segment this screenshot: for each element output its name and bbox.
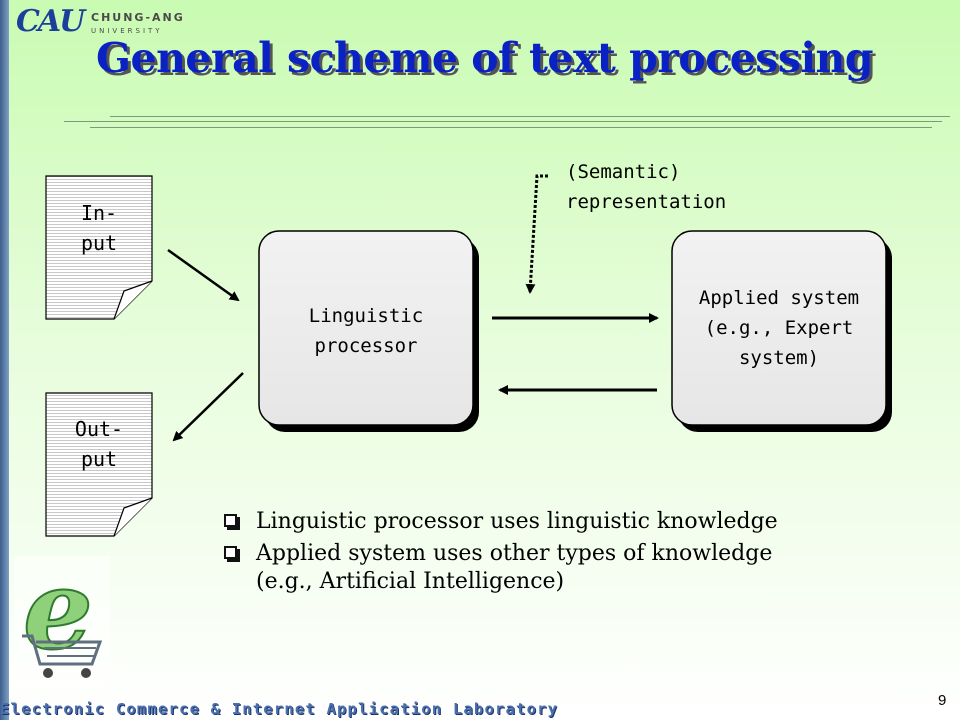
bullet-text-continued: (e.g., Artificial Intelligence) [256, 569, 565, 594]
input-label-line1: In- [81, 201, 117, 225]
title-rule-2 [64, 121, 942, 122]
applied-label-line1: Applied system [699, 287, 859, 309]
input-to-processor-arrow [167, 248, 240, 302]
output-document: Out- put [45, 392, 153, 537]
checkbox-bullet-icon [224, 514, 237, 527]
bullet-text: Linguistic processor uses linguistic kno… [256, 509, 778, 534]
bullet-text: Applied system uses other types of knowl… [256, 541, 773, 566]
e-commerce-cart-icon: e [14, 556, 110, 684]
output-label-line2: put [81, 447, 117, 471]
logo-mark: CAU [16, 4, 85, 39]
logo-name: CHUNG-ANG [91, 11, 185, 24]
footer-lab-name: Electronic Commerce & Internet Applicati… [0, 700, 559, 718]
applied-label-line2: (e.g., Expert [705, 317, 854, 339]
page-fold-icon [113, 497, 153, 537]
linguistic-processor-box: Linguistic processor [258, 230, 479, 432]
bullet-item: Linguistic processor uses linguistic kno… [222, 508, 778, 536]
semantic-label-line1: (Semantic) [566, 161, 680, 183]
input-label-line2: put [81, 231, 117, 255]
applied-system-box: Applied system (e.g., Expert system) [671, 230, 892, 432]
output-label-line1: Out- [75, 417, 123, 441]
title-rule-1 [110, 116, 950, 117]
processor-to-output-arrow [172, 372, 244, 442]
logo-subtitle: UNIVERSITY [91, 27, 163, 35]
bullet-list: Linguistic processor uses linguistic kno… [222, 508, 778, 600]
university-logo: CAU CHUNG-ANG UNIVERSITY [16, 4, 186, 46]
checkbox-bullet-icon [224, 546, 237, 559]
page-fold-icon [113, 280, 153, 320]
semantic-representation-arrow [525, 174, 548, 294]
processor-label-line2: processor [315, 335, 418, 357]
slide-title: General scheme of text processing [96, 34, 874, 82]
applied-label-line3: system) [739, 347, 819, 369]
bullet-item: Applied system uses other types of knowl… [222, 540, 778, 596]
input-document: In- put [45, 175, 153, 320]
page-number: 9 [938, 692, 947, 709]
semantic-label-line2: representation [566, 191, 726, 213]
left-accent-bar [0, 0, 9, 720]
processor-label-line1: Linguistic [309, 305, 423, 327]
title-rule-3 [90, 127, 932, 128]
